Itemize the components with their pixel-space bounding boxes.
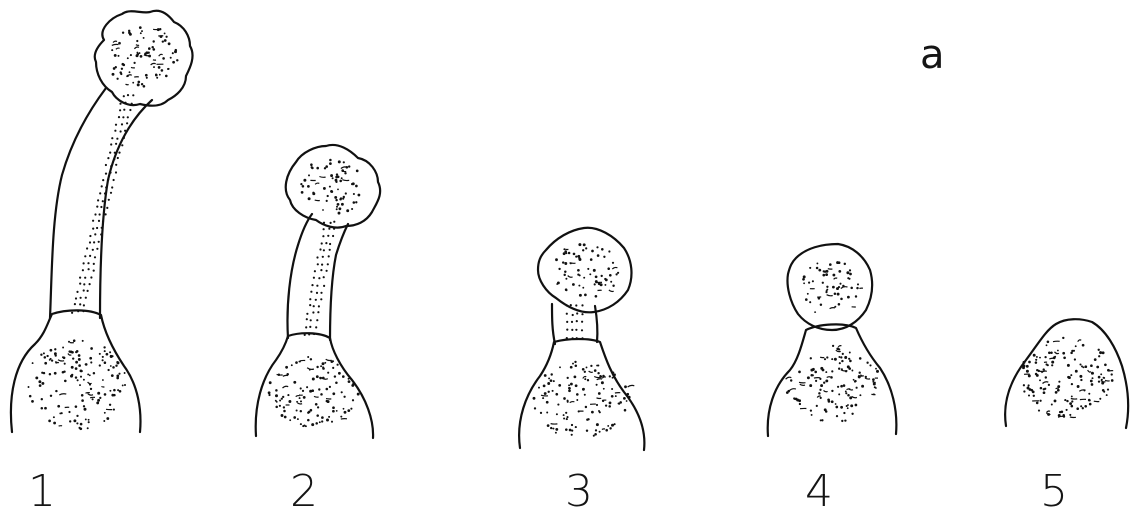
stage-label-1: 1 [28,466,56,516]
stage-label-4: 4 [805,466,833,516]
stage-4-drawing [768,244,897,436]
stage-5-drawing [1005,319,1128,428]
panel-label: a [920,32,945,78]
stage-2-head [286,145,380,228]
stage-4-base [768,324,897,436]
stage-label-2: 2 [290,466,318,516]
stage-label-3: 3 [565,466,593,516]
stage-4-head [787,244,872,330]
stage-3-head [538,228,631,313]
stage-1-head [95,11,193,106]
stage-2-base [256,333,373,438]
stage-1-drawing [11,11,193,432]
stage-1-stalk [50,88,152,318]
stage-2-drawing [256,145,380,438]
stage-2-stalk [287,214,348,340]
stage-3-base [519,339,644,450]
stage-label-5: 5 [1040,466,1068,516]
stage-1-base [11,310,141,432]
stage-3-drawing [519,228,644,450]
stage-5-base [1005,319,1128,428]
